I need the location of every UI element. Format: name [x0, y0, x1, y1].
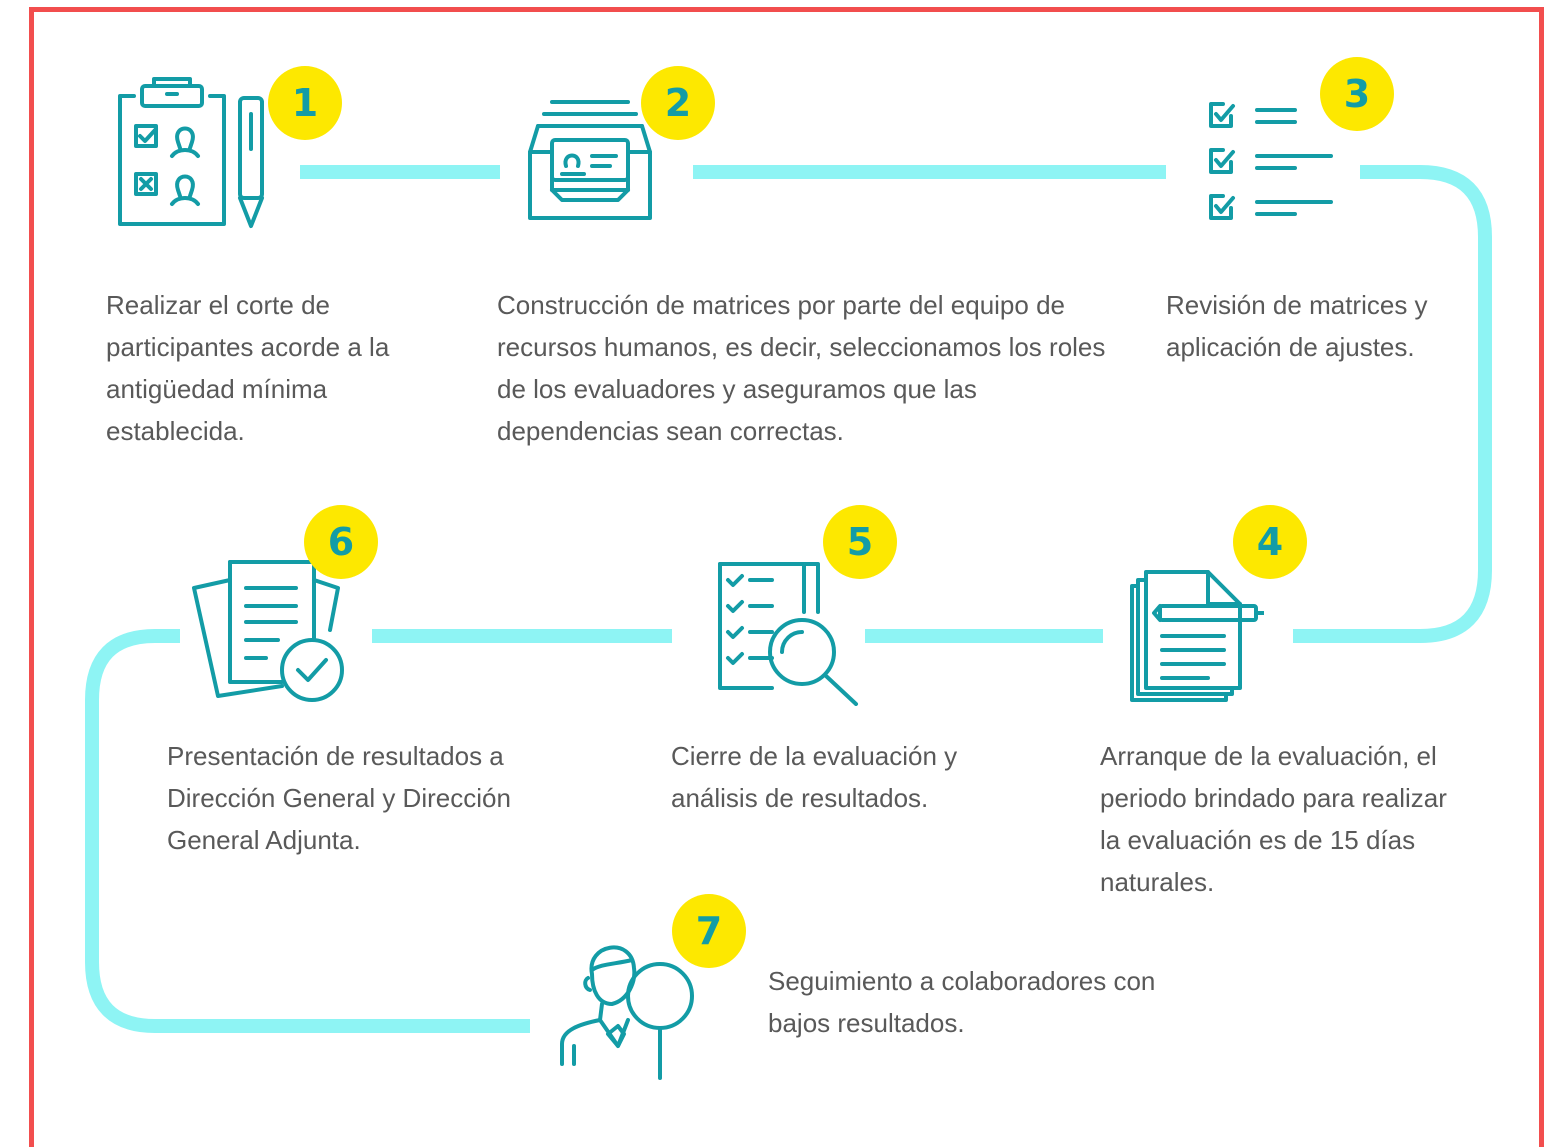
person-search-icon — [560, 945, 694, 1080]
documents-approved-icon — [192, 560, 344, 702]
document-pen-icon — [1130, 570, 1264, 702]
connector-3-4 — [1293, 165, 1492, 643]
step-2-text: Construcción de matrices por parte del e… — [497, 290, 1106, 446]
step-6-text: Presentación de resultados a Dirección G… — [167, 741, 511, 855]
file-drawer-profile-icon — [528, 100, 652, 220]
step-1-text: Realizar el corte de participantes acord… — [106, 290, 390, 446]
step-2-badge: 2 — [641, 66, 715, 140]
diagram-frame — [29, 7, 1544, 1147]
step-5-badge: 5 — [823, 505, 897, 579]
step-4-badge: 4 — [1233, 505, 1307, 579]
step-6-badge: 6 — [304, 505, 378, 579]
step-7-badge: 7 — [672, 894, 746, 968]
connector-6-7 — [85, 629, 530, 1033]
step-3-text: Revisión de matrices y aplicación de aju… — [1166, 290, 1428, 362]
checklist-icon — [1209, 102, 1333, 220]
step-7-text: Seguimiento a colaboradores con bajos re… — [768, 966, 1156, 1038]
step-4-text: Arranque de la evaluación, el periodo br… — [1100, 741, 1447, 897]
clipboard-checklist-pen-icon — [118, 77, 264, 228]
step-3-badge: 3 — [1320, 57, 1394, 131]
step-1-badge: 1 — [268, 66, 342, 140]
step-5-text: Cierre de la evaluación y análisis de re… — [671, 741, 958, 813]
document-magnifier-icon — [718, 562, 858, 706]
